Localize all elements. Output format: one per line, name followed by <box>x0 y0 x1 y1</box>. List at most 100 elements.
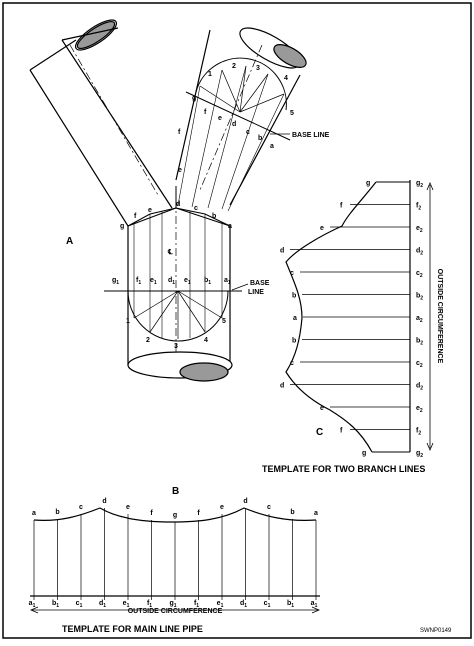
branch-letter-f-inner: f <box>178 129 181 136</box>
top-profile-b: b <box>212 213 216 220</box>
upper-circle-number-4: 4 <box>284 75 288 82</box>
template-b-top-letter: a <box>314 510 318 517</box>
main-pipe-opening <box>179 362 229 382</box>
template-b-bottom-letter: d1 <box>240 600 247 609</box>
template-c <box>285 176 434 454</box>
template-c-profile-letter: c <box>290 270 294 277</box>
lower-base-line-label-1: BASE <box>250 280 270 287</box>
template-c-profile-letter: g <box>366 180 370 187</box>
template-b-top-letter: d <box>102 498 106 505</box>
svg-text:b1: b1 <box>204 277 211 286</box>
lower-circle-number-4: 4 <box>204 337 208 344</box>
template-b-top-letter: c <box>79 504 83 511</box>
upper-circle-number-5: 5 <box>290 110 294 117</box>
template-c-side-letter: f2 <box>416 428 421 437</box>
template-c-profile-letter: f <box>340 203 343 210</box>
branch-letter-c: c <box>246 129 250 136</box>
template-c-side-letter: e2 <box>416 405 423 414</box>
panel-a-label: A <box>66 236 73 247</box>
template-b-bottom-letter: f1 <box>194 600 199 609</box>
template-c-profile-letter: b <box>292 293 296 300</box>
template-c-side-letter: b2 <box>416 338 423 347</box>
template-c-side-letter: b2 <box>416 293 423 302</box>
right-pipe-opening <box>273 44 307 68</box>
template-b-bottom-letter: c1 <box>76 600 83 609</box>
template-b-bottom-letter: a1 <box>29 600 36 609</box>
template-c-grid-lines <box>290 181 410 453</box>
template-c-side-letter: d2 <box>416 248 423 257</box>
panel-c-label: C <box>316 427 323 438</box>
template-b-bottom-label: OUTSIDE CIRCUMFERENCE <box>128 608 223 615</box>
branch-letter-d: d <box>232 121 236 128</box>
template-b-grid-lines <box>33 508 317 600</box>
upper-circle-number-1: 1 <box>208 71 212 78</box>
template-b-top-letter: g <box>173 512 177 519</box>
template-c-side-letter: g2 <box>416 180 423 189</box>
template-b-caption: TEMPLATE FOR MAIN LINE PIPE <box>62 624 203 634</box>
template-c-profile-letter: e <box>320 225 324 232</box>
upper-half-circle <box>195 57 287 111</box>
main-projections <box>133 211 223 338</box>
branch-letter-e-inner: e <box>178 167 182 174</box>
top-profile-d: d <box>176 201 180 208</box>
template-c-profile-letter: f <box>340 428 343 435</box>
template-c-profile-letter: a <box>293 315 297 322</box>
top-profile-g: g <box>120 223 124 230</box>
upper-base-line <box>185 91 291 141</box>
svg-text:e1: e1 <box>150 277 157 286</box>
top-profile-c: c <box>194 205 198 212</box>
template-c-side-letter: c2 <box>416 360 423 369</box>
lower-circle-number-3: 3 <box>174 343 178 350</box>
branch-letter-f: f <box>204 109 207 116</box>
lower-circle-number-1: 1 <box>126 318 130 325</box>
template-b-bottom-letter: f1 <box>147 600 152 609</box>
main-pipe <box>127 226 231 365</box>
lower-circle-number-2: 2 <box>146 337 150 344</box>
template-c-caption: TEMPLATE FOR TWO BRANCH LINES <box>262 464 425 474</box>
panel-b-label: B <box>172 486 179 497</box>
template-b-top-letter: c <box>267 504 271 511</box>
upper-base-line-label: BASE LINE <box>292 132 330 139</box>
branch-letter-e: e <box>218 115 222 122</box>
template-b-bottom-letter: e1 <box>217 600 224 609</box>
template-b-bottom-letter: g1 <box>169 600 176 609</box>
left-pipe-outline <box>29 27 119 71</box>
lower-radials <box>133 290 223 339</box>
left-branch-pipe <box>29 39 173 227</box>
branch-letter-a: a <box>270 143 274 150</box>
template-b-bottom-letter: a1 <box>311 600 318 609</box>
template-b-bottom-letter: b1 <box>287 600 294 609</box>
top-profile-f: f <box>134 213 137 220</box>
template-c-profile-letter: e <box>320 405 324 412</box>
svg-text:a1: a1 <box>224 277 231 286</box>
template-c-profile-letter: d <box>280 383 284 390</box>
upper-circle-number-2: 2 <box>232 63 236 70</box>
template-b-bottom-letter: c1 <box>264 600 271 609</box>
template-b-top-letter: a <box>32 510 36 517</box>
template-c-side-letter: g2 <box>416 450 423 459</box>
lower-base-arrow <box>231 283 249 291</box>
drawing-a-labels: A BASE LINE BASE LINE ℄ 1 2 3 4 5 g f e … <box>66 63 330 350</box>
template-c-profile-letter: b <box>292 338 296 345</box>
template-c-side-letter: e2 <box>416 225 423 234</box>
top-profile-a: a <box>228 223 232 230</box>
template-b-top-letter: b <box>290 509 294 516</box>
template-c-side-label: OUTSIDE CIRCUMFERENCE <box>436 269 443 364</box>
left-pipe-centerline <box>69 44 159 196</box>
upper-radials <box>199 65 285 113</box>
outer-border <box>2 2 472 639</box>
svg-text:d1: d1 <box>168 277 175 286</box>
template-b-bottom-letter: d1 <box>99 600 106 609</box>
template-c-box <box>298 176 410 454</box>
main-centerline-label: ℄ <box>167 248 173 256</box>
template-c-profile-letter: g <box>362 450 366 457</box>
template-c-side-letter: f2 <box>416 203 421 212</box>
template-b-top-letter: f <box>197 510 200 517</box>
svg-text:e1: e1 <box>184 277 191 286</box>
lower-base-line-label-2: LINE <box>248 289 264 296</box>
template-b-bottom-letter: b1 <box>52 600 59 609</box>
svg-text:f1: f1 <box>136 277 141 286</box>
